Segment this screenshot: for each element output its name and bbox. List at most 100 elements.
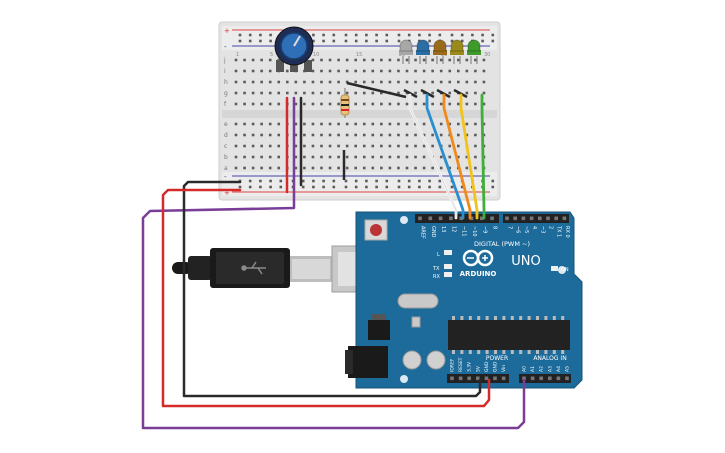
breadboard-hole — [311, 69, 315, 73]
breadboard-hole — [474, 133, 477, 137]
breadboard-hole — [405, 102, 409, 106]
breadboard-hole — [482, 133, 486, 137]
breadboard-hole — [243, 122, 246, 126]
analog-pin-label: A3 — [547, 366, 553, 372]
breadboard-hole — [311, 102, 315, 106]
breadboard-hole — [414, 166, 417, 170]
led — [450, 39, 464, 52]
breadboard-hole — [251, 122, 255, 126]
rail-hole — [332, 179, 336, 183]
header-pin — [476, 376, 480, 381]
breadboard-hole — [354, 122, 357, 126]
breadboard-hole — [345, 144, 349, 148]
rail-hole — [385, 179, 389, 183]
rail-hole — [312, 39, 315, 43]
header-pin — [562, 216, 567, 221]
rail-hole — [407, 33, 411, 37]
rail-hole — [438, 33, 442, 37]
digital-pin-label: ~3 — [539, 226, 545, 233]
breadboard-hole — [474, 144, 477, 148]
breadboard-hole — [251, 133, 255, 137]
rail-hole — [397, 185, 401, 189]
breadboard-hole — [268, 69, 272, 73]
breadboard-hole — [457, 122, 460, 126]
rail-hole — [259, 39, 262, 43]
breadboard-hole — [448, 144, 452, 148]
breadboard-hole — [362, 91, 366, 95]
breadboard-hole — [457, 69, 460, 73]
breadboard-hole — [371, 133, 375, 137]
rail-hole — [397, 39, 401, 43]
breadboard-hole — [457, 155, 460, 159]
breadboard-hole — [354, 144, 357, 148]
led — [399, 39, 413, 52]
breadboard-hole — [234, 58, 238, 62]
breadboard-hole — [457, 133, 460, 137]
breadboard-hole — [337, 58, 340, 62]
power-jack[interactable] — [345, 346, 388, 378]
breadboard-hole — [414, 69, 417, 73]
potentiometer — [274, 26, 314, 72]
rail-hole — [418, 185, 421, 189]
breadboard-hole — [380, 133, 383, 137]
breadboard-hole — [397, 58, 400, 62]
breadboard-hole — [482, 58, 486, 62]
breadboard-hole — [320, 69, 323, 73]
digital-pin-label: ~6 — [515, 226, 521, 233]
breadboard-hole — [380, 58, 383, 62]
row-letter: g — [224, 90, 228, 97]
breadboard-hole — [337, 91, 340, 95]
breadboard-hole — [294, 91, 298, 95]
breadboard-hole — [303, 80, 306, 84]
breadboard-hole — [388, 166, 392, 170]
breadboard-hole — [371, 155, 375, 159]
column-number: 15 — [356, 52, 362, 58]
rail-hole — [428, 179, 431, 183]
rail-hole — [279, 185, 283, 189]
rail-hole — [248, 33, 252, 37]
breadboard-hole — [482, 69, 486, 73]
breadboard-hole — [405, 58, 409, 62]
breadboard-hole — [362, 58, 366, 62]
breadboard-hole — [294, 122, 298, 126]
rail-hole — [312, 185, 315, 189]
breadboard-jumpers — [342, 81, 468, 180]
breadboard-hole — [260, 80, 263, 84]
breadboard-hole — [234, 80, 238, 84]
breadboard-hole — [422, 133, 426, 137]
header-pin — [449, 216, 453, 221]
breadboard-hole — [380, 69, 383, 73]
breadboard-hole — [354, 133, 357, 137]
bottom-plus-label: + — [224, 189, 230, 197]
breadboard-hole — [431, 166, 434, 170]
breadboard-hole — [311, 166, 315, 170]
rail-hole — [375, 179, 378, 183]
wire-white-outline — [409, 94, 457, 219]
breadboard-hole — [277, 102, 281, 106]
breadboard-hole — [405, 69, 409, 73]
breadboard-hole — [465, 58, 469, 62]
l-led-label: L — [437, 252, 440, 258]
breadboard-hole — [414, 80, 417, 84]
breadboard-hole — [388, 80, 392, 84]
header-pin — [438, 216, 443, 221]
rail-hole — [248, 39, 252, 43]
rail-hole — [354, 39, 358, 43]
breadboard-hole — [474, 102, 477, 106]
analog-pin-label: A5 — [565, 366, 571, 372]
breadboard-hole — [337, 133, 340, 137]
header-pin — [505, 216, 509, 221]
reset-button[interactable] — [364, 219, 388, 241]
breadboard-hole — [260, 133, 263, 137]
breadboard-hole — [414, 155, 417, 159]
breadboard-hole — [362, 102, 366, 106]
breadboard-hole — [294, 102, 298, 106]
rail-hole — [248, 179, 252, 183]
header-pin — [521, 216, 526, 221]
breadboard-hole — [448, 122, 452, 126]
breadboard-hole — [414, 133, 417, 137]
wire-black-ground — [182, 180, 482, 398]
tx-led-label: TX — [432, 266, 440, 272]
power-pin-label: 5V — [475, 365, 481, 372]
rail-hole — [312, 179, 315, 183]
